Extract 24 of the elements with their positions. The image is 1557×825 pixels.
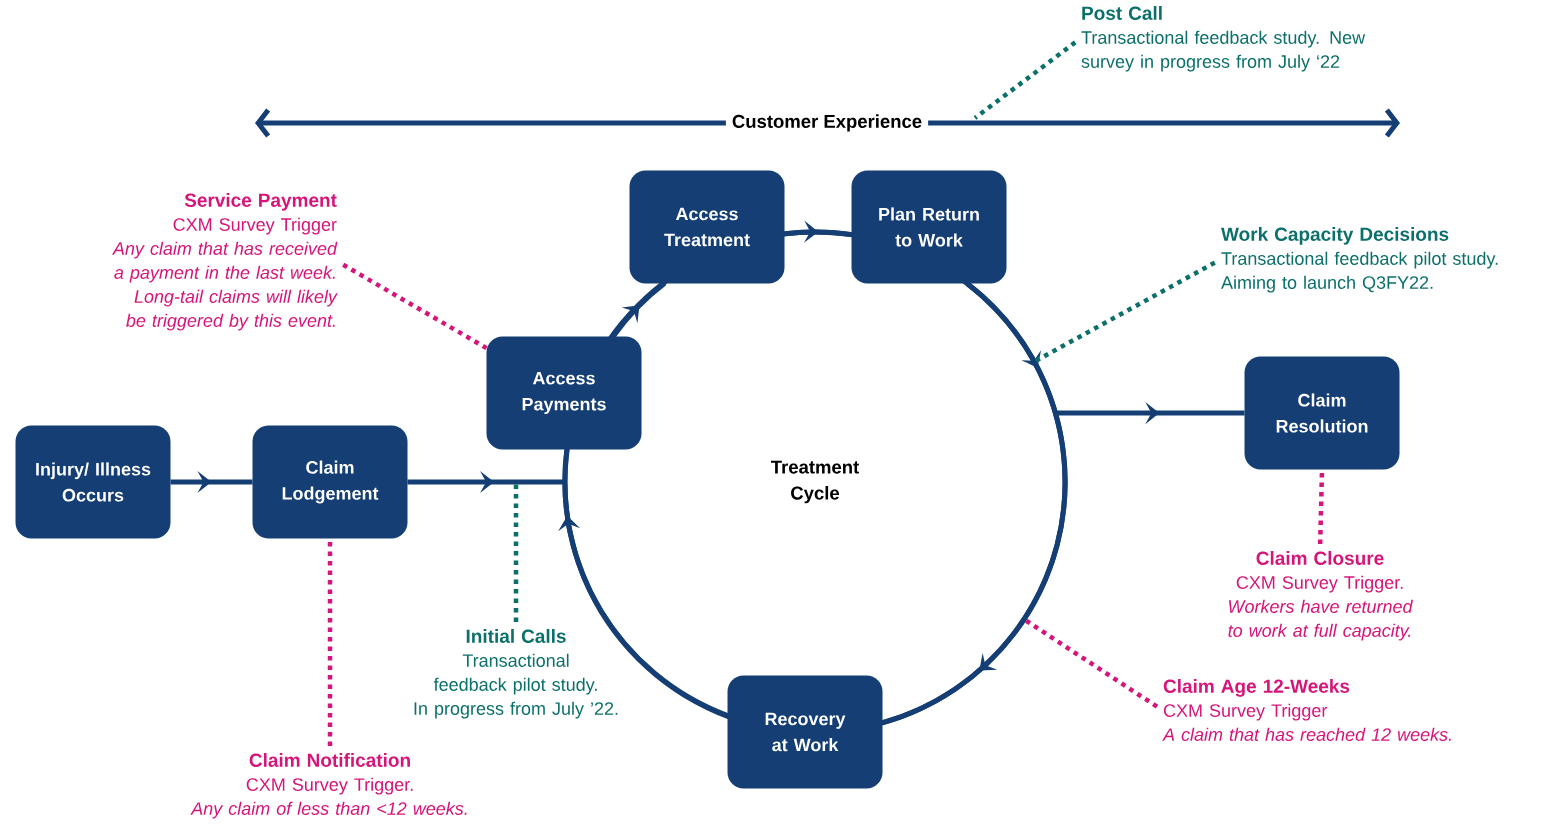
leader-line xyxy=(342,262,488,351)
process-box: Injury/ Illness Occurs xyxy=(15,425,171,539)
timeline-arrow xyxy=(928,108,1400,138)
callout-text: Work Capacity Decisions Transactional feedback pilot study. Aiming to launch Q3FY22. xyxy=(1221,227,1498,293)
callout-text: Post Call Transactional feedback study. New survey in progress from July ‘22 xyxy=(1081,6,1366,72)
timeline-label: Customer Experience xyxy=(725,108,929,138)
process-box: Access Treatment xyxy=(629,170,785,284)
callout-text: Initial Calls Transactional feedback pilot study. In progress from July ’22. xyxy=(414,629,618,719)
process-box: Access Payments xyxy=(486,336,642,450)
timeline-arrow xyxy=(255,108,726,138)
process-box: Plan Return to Work xyxy=(851,170,1007,284)
leader-line xyxy=(1033,260,1216,364)
cycle-arrow xyxy=(881,281,1068,726)
process-box: Recovery at Work xyxy=(727,675,883,789)
callout-text: Claim Notification CXM Survey Trigger. Any claim of less than <12 weeks. xyxy=(190,753,467,819)
cycle-arrow xyxy=(611,281,667,338)
leader-line xyxy=(513,483,519,622)
callout-text: Service Payment CXM Survey Trigger Any claim that has received a payment in the last week. Long-tail claims will likely be triggered by this event. xyxy=(112,193,338,331)
leader-line xyxy=(973,40,1077,120)
process-box: Claim Resolution xyxy=(1244,356,1400,470)
leader-line xyxy=(1022,617,1159,709)
callout-text: Claim Closure CXM Survey Trigger. Workers have returned to work at full capacity. xyxy=(1228,551,1413,641)
callout-text: Claim Age 12-Weeks CXM Survey Trigger A claim that has reached 12 weeks. xyxy=(1162,679,1451,741)
process-box: Claim Lodgement xyxy=(252,425,408,539)
